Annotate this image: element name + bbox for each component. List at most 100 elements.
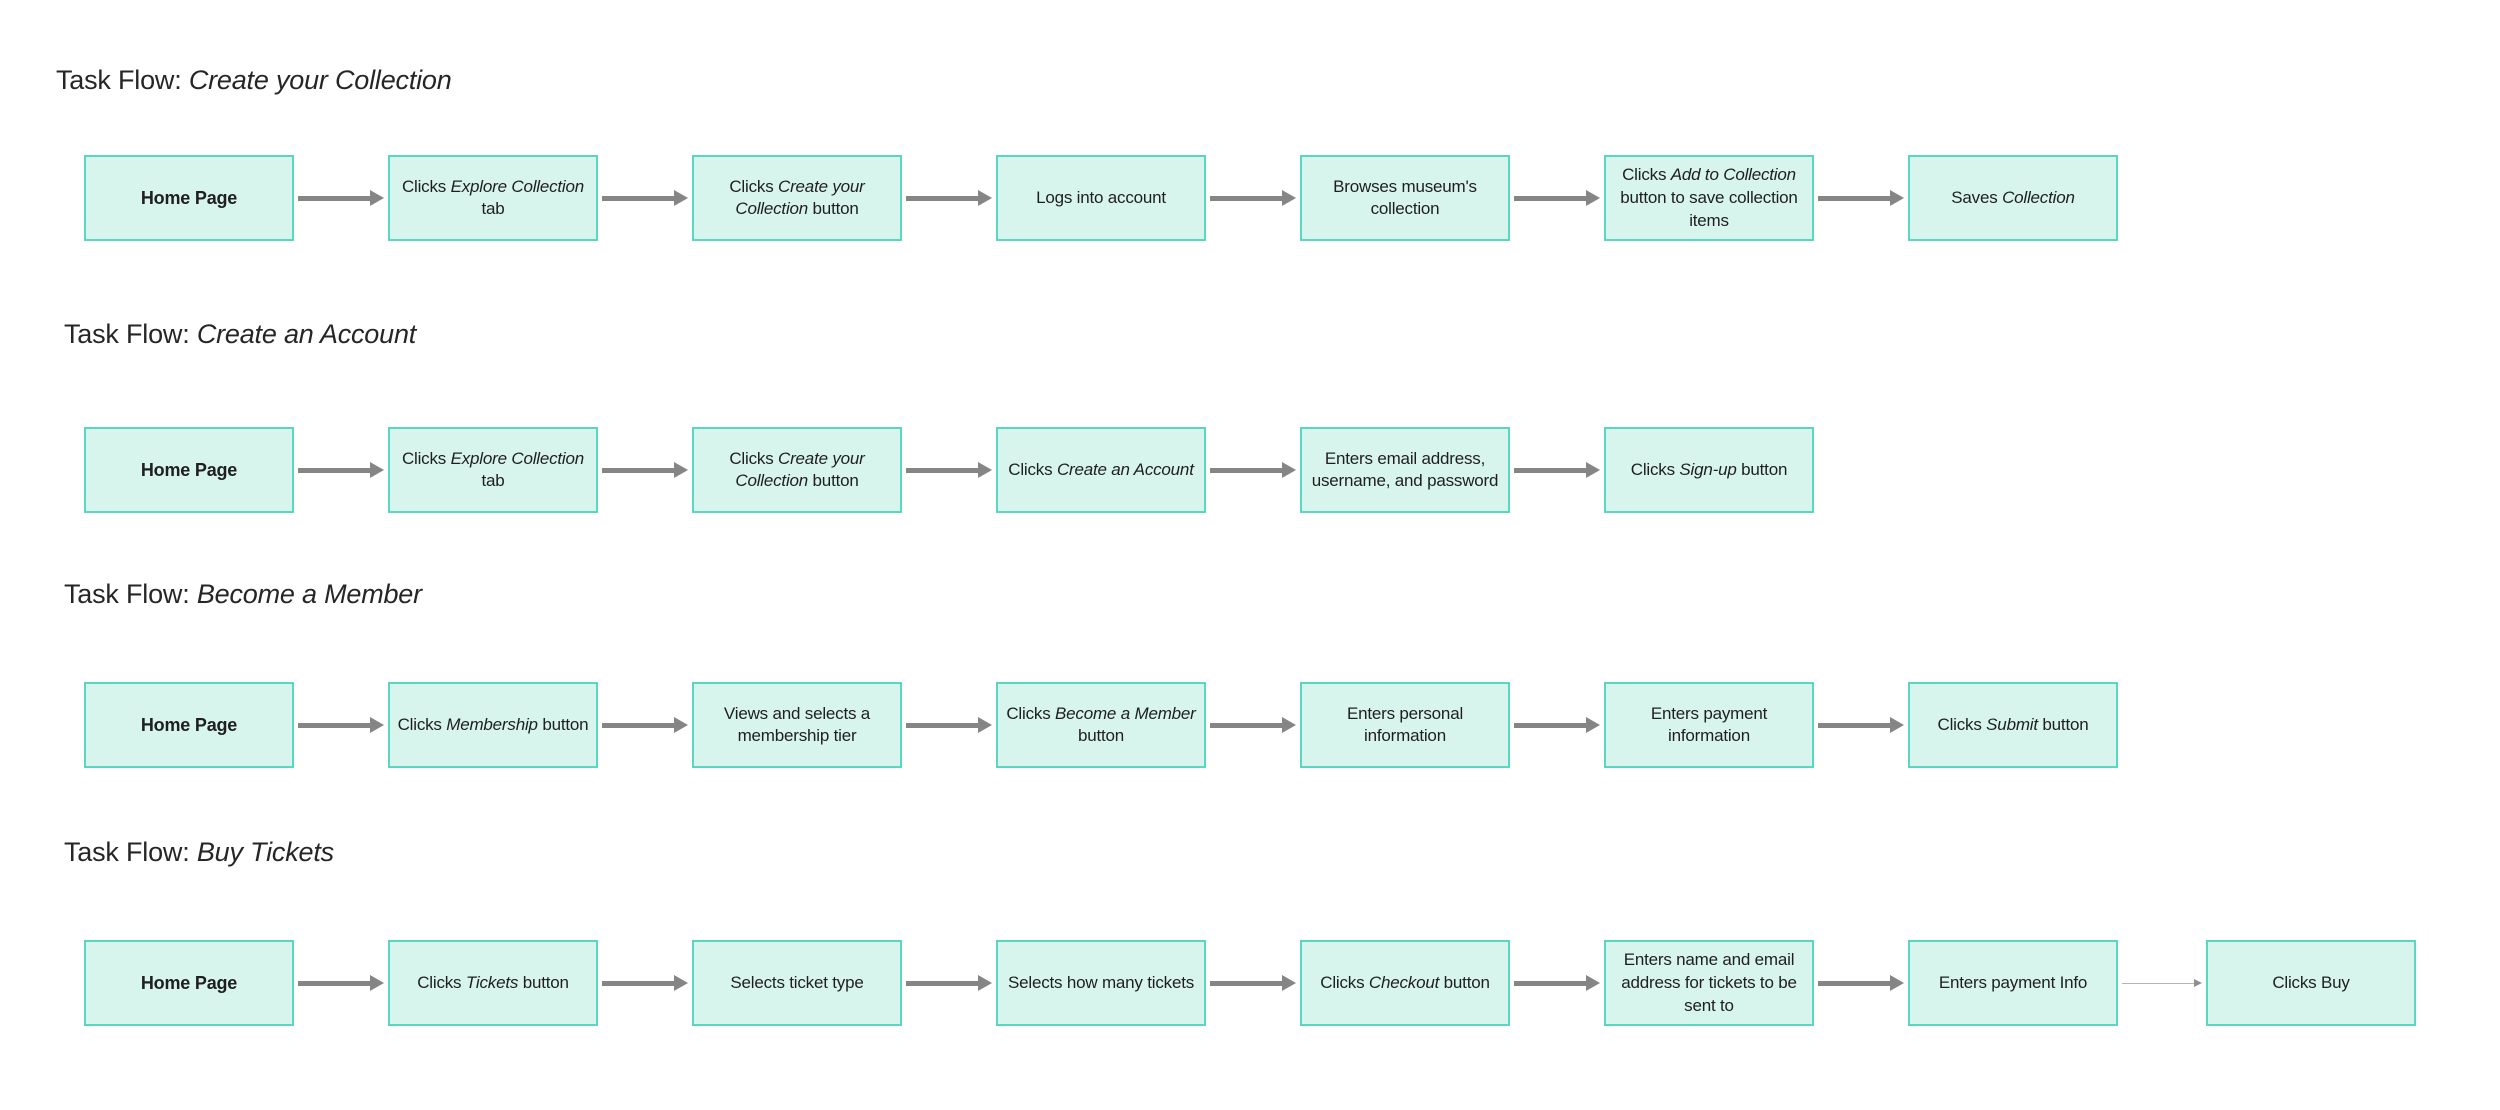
- flow-arrow: [1814, 190, 1908, 207]
- flow-step-label: Enters payment Info: [1938, 972, 2088, 995]
- step-text-segment: Clicks Buy: [2272, 973, 2350, 992]
- flow-step-node[interactable]: Home Page: [84, 682, 294, 769]
- flow-step-node[interactable]: Clicks Membership button: [388, 682, 598, 769]
- step-text-segment: Browses museum's collection: [1333, 176, 1477, 219]
- step-text-segment: Home Page: [140, 973, 238, 993]
- arrow-shaft: [602, 467, 674, 473]
- arrow-shaft: [1514, 467, 1586, 473]
- flow-step-node[interactable]: Selects ticket type: [692, 940, 902, 1027]
- flow-arrow: [1510, 190, 1604, 207]
- flow-step-label: Saves Collection: [1951, 187, 2075, 210]
- arrow-shaft: [1514, 980, 1586, 986]
- flow-step-node[interactable]: Home Page: [84, 427, 294, 514]
- flow-step-node[interactable]: Enters email address, username, and pass…: [1300, 427, 1510, 514]
- flow-step-node[interactable]: Enters personal information: [1300, 682, 1510, 769]
- step-text-segment: Checkout: [1368, 973, 1440, 992]
- flow-step-node[interactable]: Clicks Submit button: [1908, 682, 2118, 769]
- arrow-head-icon: [370, 975, 384, 992]
- arrow-head-icon: [1890, 190, 1904, 207]
- flow-step-node[interactable]: Clicks Create your Collection button: [692, 427, 902, 514]
- arrow-head-icon: [1586, 975, 1600, 992]
- flow-step-label: Selects how many tickets: [1008, 972, 1194, 995]
- step-text-segment: Clicks: [1630, 460, 1680, 479]
- flow-arrow: [1206, 975, 1300, 992]
- flow-step-node[interactable]: Selects how many tickets: [996, 940, 1206, 1027]
- flow-title: Task Flow: Create an Account: [0, 318, 2500, 350]
- arrow-shaft: [1514, 195, 1586, 201]
- step-text-segment: Tickets: [465, 973, 519, 992]
- arrow-head-icon: [978, 717, 992, 734]
- flow-arrow: [294, 190, 388, 207]
- flow-step-label: Clicks Checkout button: [1320, 972, 1490, 995]
- flow-arrow: [2118, 979, 2206, 988]
- flow-step-label: Home Page: [141, 971, 237, 996]
- flow-title-prefix: Task Flow:: [56, 65, 189, 95]
- flow-step-node[interactable]: Logs into account: [996, 155, 1206, 242]
- flow-step-label: Home Page: [141, 713, 237, 738]
- flow-step-label: Enters email address, username, and pass…: [1308, 448, 1502, 494]
- flow-arrow: [598, 190, 692, 207]
- flow-step-node[interactable]: Saves Collection: [1908, 155, 2118, 242]
- arrow-shaft: [1210, 980, 1282, 986]
- arrow-shaft: [2122, 982, 2194, 984]
- flow-step-node[interactable]: Clicks Become a Member button: [996, 682, 1206, 769]
- flow-step-label: Enters personal information: [1308, 703, 1502, 749]
- flow-title: Task Flow: Buy Tickets: [0, 836, 2500, 868]
- arrow-shaft: [1210, 195, 1282, 201]
- arrow-head-icon: [674, 462, 688, 479]
- flow-title-prefix: Task Flow:: [64, 579, 197, 609]
- flow-step-label: Enters name and email address for ticket…: [1612, 949, 1806, 1017]
- flow-step-node[interactable]: Clicks Add to Collection button to save …: [1604, 155, 1814, 242]
- flow-arrow: [598, 975, 692, 992]
- arrow-shaft: [1514, 722, 1586, 728]
- step-text-segment: Logs into account: [1036, 188, 1166, 207]
- flow-step-node[interactable]: Enters name and email address for ticket…: [1604, 940, 1814, 1027]
- step-text-segment: Enters payment Info: [1938, 973, 2088, 992]
- arrow-head-icon: [1282, 717, 1296, 734]
- step-text-segment: Enters name and email address for ticket…: [1621, 950, 1797, 1015]
- flow-step-label: Views and selects a membership tier: [700, 703, 894, 749]
- step-text-segment: Create an Account: [1056, 460, 1194, 479]
- arrow-shaft: [906, 195, 978, 201]
- arrow-shaft: [602, 195, 674, 201]
- arrow-head-icon: [674, 190, 688, 207]
- flow-step-label: Clicks Tickets button: [417, 972, 569, 995]
- arrow-shaft: [602, 980, 674, 986]
- flow-step-node[interactable]: Enters payment Info: [1908, 940, 2118, 1027]
- step-text-segment: Clicks: [1622, 165, 1671, 185]
- step-text-segment: Enters personal information: [1346, 703, 1464, 746]
- flow-step-node[interactable]: Enters payment information: [1604, 682, 1814, 769]
- step-text-segment: Views and selects a membership tier: [723, 703, 871, 746]
- flow-step-label: Browses museum's collection: [1308, 176, 1502, 222]
- flow-arrow: [1206, 717, 1300, 734]
- arrow-shaft: [1818, 195, 1890, 201]
- flow-step-node[interactable]: Views and selects a membership tier: [692, 682, 902, 769]
- flow-step-node[interactable]: Home Page: [84, 940, 294, 1027]
- arrow-head-icon: [978, 975, 992, 992]
- flow-title: Task Flow: Become a Member: [0, 578, 2500, 610]
- flow-row: Home Page Clicks Tickets button Selects …: [84, 940, 2500, 1027]
- flow-step-node[interactable]: Clicks Checkout button: [1300, 940, 1510, 1027]
- flow-step-label: Logs into account: [1036, 187, 1166, 210]
- arrow-head-icon: [1282, 462, 1296, 479]
- flow-step-node[interactable]: Clicks Sign-up button: [1604, 427, 1814, 514]
- flow-step-label: Clicks Explore Collection tab: [396, 176, 590, 222]
- arrow-head-icon: [370, 717, 384, 734]
- flow-step-label: Selects ticket type: [730, 972, 863, 995]
- flow-step-node[interactable]: Clicks Tickets button: [388, 940, 598, 1027]
- flow-arrow: [294, 462, 388, 479]
- flow-step-label: Clicks Submit button: [1938, 714, 2089, 737]
- flow-step-node[interactable]: Clicks Create your Collection button: [692, 155, 902, 242]
- flow-arrow: [902, 190, 996, 207]
- flow-step-node[interactable]: Home Page: [84, 155, 294, 242]
- flow-step-node[interactable]: Browses museum's collection: [1300, 155, 1510, 242]
- flow-step-node[interactable]: Clicks Buy: [2206, 940, 2416, 1027]
- arrow-shaft: [298, 467, 370, 473]
- flow-step-node[interactable]: Clicks Explore Collection tab: [388, 427, 598, 514]
- flow-step-node[interactable]: Clicks Explore Collection tab: [388, 155, 598, 242]
- flow-title-name: Buy Tickets: [196, 837, 334, 867]
- step-text-segment: Clicks: [417, 973, 466, 992]
- arrow-head-icon: [674, 717, 688, 734]
- flow-title: Task Flow: Create your Collection: [0, 64, 2500, 96]
- flow-step-node[interactable]: Clicks Create an Account: [996, 427, 1206, 514]
